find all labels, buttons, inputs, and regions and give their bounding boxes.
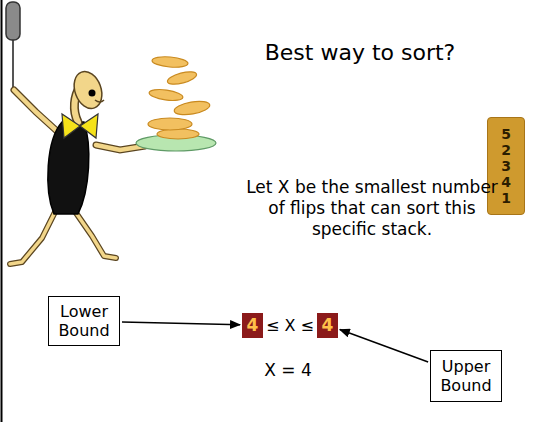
bound-callout-box: Upper Bound [430,350,502,402]
pancake [152,55,189,68]
slide-title: Best way to sort? [265,40,456,65]
box-text: 5 2 3 4 1 [499,126,513,206]
head [69,68,106,113]
plate-and-pancakes [136,55,216,151]
leg [74,210,116,258]
spatula [6,2,20,90]
box-text: Upper Bound [436,357,496,395]
spatula-shaft [12,38,14,90]
pancake [148,88,183,103]
bow-tie [80,114,98,138]
waiter-figure [10,68,145,264]
arm [14,90,58,132]
result-text: X = 4 [264,360,312,381]
bound-value-box: 4 [242,313,263,338]
pancake [157,129,199,139]
eye [89,90,96,97]
inequality-text: ≤ X ≤ [266,316,314,335]
tuxedo-body [48,122,89,214]
pancake [173,99,211,117]
box-text: 4 [247,316,259,335]
pancake-stack-box: 5 2 3 4 1 [487,117,525,215]
leg-outline [10,210,56,264]
box-text: 4 [322,316,334,335]
bound-callout-box: Lower Bound [48,296,120,346]
definition-text: Let X be the smallest number of flips th… [236,177,508,240]
bow-tie [62,114,80,138]
pointer-arrow [340,330,428,362]
spatula-handle [6,2,20,40]
slide-border [1,0,3,422]
leg-outline [74,210,116,258]
pancake [148,118,192,130]
box-text: Lower Bound [54,302,114,340]
arm-outline [14,90,58,132]
mouth [95,100,104,102]
pointer-arrow [122,322,240,325]
leg [10,210,56,264]
pancake [166,69,198,86]
bound-value-box: 4 [317,313,338,338]
